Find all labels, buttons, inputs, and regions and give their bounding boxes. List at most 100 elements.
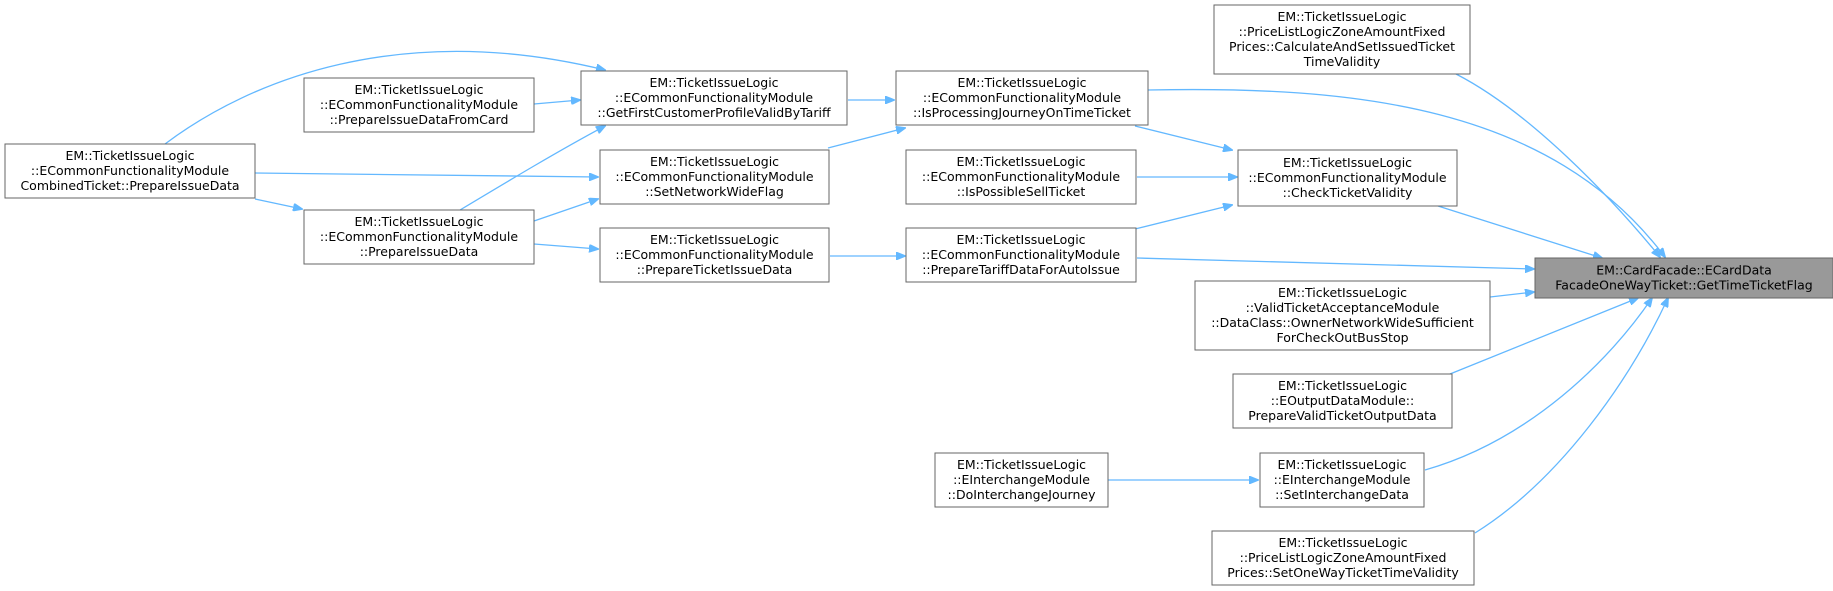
- node-prepare-issue-data[interactable]: EM::TicketIssueLogic::ECommonFunctionali…: [303, 209, 535, 265]
- node-label-line: ::EInterchangeModule: [1274, 472, 1411, 487]
- node-label-line: ::ECommonFunctionalityModule: [615, 169, 813, 184]
- node-label-line: ::DoInterchangeJourney: [948, 487, 1097, 502]
- node-label-line: ::ECommonFunctionalityModule: [31, 163, 229, 178]
- node-label-line: ::ECommonFunctionalityModule: [922, 247, 1120, 262]
- node-box: [1194, 280, 1491, 351]
- node-label-line: EM::TicketIssueLogic: [957, 457, 1086, 472]
- edge-prepare-issue-to-prepare-ticket-issue: [533, 243, 598, 249]
- node-is-processing-journey-on-time-ticket[interactable]: EM::TicketIssueLogic::ECommonFunctionali…: [895, 70, 1149, 126]
- node-label-line: ::EInterchangeModule: [953, 472, 1090, 487]
- node-label-line: ::IsPossibleSellTicket: [957, 184, 1086, 199]
- edge-set-interchange-to-target: [1424, 298, 1652, 471]
- edge-set-network-to-is-processing: [827, 128, 905, 149]
- node-calculate-issued-ticket-time-validity[interactable]: EM::TicketIssueLogic::PriceListLogicZone…: [1213, 4, 1471, 75]
- node-box: [905, 227, 1137, 283]
- node-label-line: ::ECommonFunctionalityModule: [320, 229, 518, 244]
- node-box: [303, 209, 535, 265]
- node-label-line: ::PriceListLogicZoneAmountFixed: [1240, 550, 1447, 565]
- node-label-line: EM::TicketIssueLogic: [1278, 378, 1407, 393]
- edge-combined-to-set-network: [254, 172, 598, 177]
- node-label-line: ::SetNetworkWideFlag: [645, 184, 784, 199]
- node-label-line: EM::TicketIssueLogic: [1277, 457, 1406, 472]
- node-box: [1232, 373, 1453, 429]
- node-label-line: CombinedTicket::PrepareIssueData: [20, 178, 239, 193]
- node-label-line: ::ECommonFunctionalityModule: [615, 247, 813, 262]
- node-label-line: EM::TicketIssueLogic: [1278, 285, 1407, 300]
- node-box: [599, 149, 830, 205]
- edge-prepare-from-card-to-get-first: [533, 100, 580, 104]
- node-label-line: TimeValidity: [1303, 54, 1381, 69]
- node-label-line: ::CheckTicketValidity: [1283, 185, 1413, 200]
- node-label-line: ::PrepareIssueData: [360, 244, 479, 259]
- edge-set-one-way-to-target: [1474, 298, 1668, 534]
- node-box: [599, 227, 830, 283]
- node-label-line: ::PriceListLogicZoneAmountFixed: [1239, 24, 1446, 39]
- node-prepare-issue-data-from-card[interactable]: EM::TicketIssueLogic::ECommonFunctionali…: [303, 77, 535, 133]
- node-box: [580, 70, 848, 126]
- node-owner-network-wide-sufficient[interactable]: EM::TicketIssueLogic::ValidTicketAccepta…: [1194, 280, 1491, 351]
- node-label-line: EM::TicketIssueLogic: [1278, 535, 1407, 550]
- node-set-network-wide-flag[interactable]: EM::TicketIssueLogic::ECommonFunctionali…: [599, 149, 830, 205]
- node-prepare-valid-ticket-output-data[interactable]: EM::TicketIssueLogic::EOutputDataModule:…: [1232, 373, 1453, 429]
- node-box: [934, 452, 1109, 508]
- node-label-line: ::PrepareTariffDataForAutoIssue: [922, 262, 1120, 277]
- node-label-line: Prices::CalculateAndSetIssuedTicket: [1229, 39, 1455, 54]
- node-label-line: EM::CardFacade::ECardData: [1596, 263, 1772, 278]
- node-box: [1259, 452, 1425, 508]
- node-label-line: ::SetInterchangeData: [1275, 487, 1409, 502]
- node-box: [905, 149, 1137, 205]
- edge-prepare-tariff-to-target: [1136, 257, 1534, 269]
- node-label-line: ::ECommonFunctionalityModule: [1248, 170, 1446, 185]
- node-label-line: EM::TicketIssueLogic: [956, 154, 1085, 169]
- edge-is-processing-to-target: [1147, 88, 1665, 257]
- node-is-possible-sell-ticket[interactable]: EM::TicketIssueLogic::ECommonFunctionali…: [905, 149, 1137, 205]
- edge-valid-acceptance-to-target: [1489, 292, 1534, 298]
- node-box: [303, 77, 535, 133]
- node-label-line: EM::TicketIssueLogic: [354, 82, 483, 97]
- nodes: EM::CardFacade::ECardDataFacadeOneWayTic…: [4, 4, 1833, 586]
- node-label-line: FacadeOneWayTicket::GetTimeTicketFlag: [1555, 278, 1812, 293]
- node-label-line: ::ECommonFunctionalityModule: [923, 90, 1121, 105]
- node-combined-ticket-prepare-issue-data[interactable]: EM::TicketIssueLogic::ECommonFunctionali…: [4, 143, 256, 199]
- node-label-line: ::ValidTicketAcceptanceModule: [1246, 300, 1440, 315]
- node-label-line: ::PrepareIssueDataFromCard: [330, 112, 509, 127]
- edge-is-processing-to-check-validity: [1134, 125, 1232, 150]
- edge-combined-to-prepare-issue: [254, 198, 302, 209]
- node-label-line: Prices::SetOneWayTicketTimeValidity: [1227, 565, 1459, 580]
- node-label-line: ::ECommonFunctionalityModule: [320, 97, 518, 112]
- node-do-interchange-journey[interactable]: EM::TicketIssueLogic::EInterchangeModule…: [934, 452, 1109, 508]
- node-target[interactable]: EM::CardFacade::ECardDataFacadeOneWayTic…: [1534, 257, 1833, 299]
- node-label-line: ::IsProcessingJourneyOnTimeTicket: [913, 105, 1131, 120]
- node-box: [895, 70, 1149, 126]
- node-prepare-tariff-data-for-auto-issue[interactable]: EM::TicketIssueLogic::ECommonFunctionali…: [905, 227, 1137, 283]
- node-label-line: EM::TicketIssueLogic: [650, 154, 779, 169]
- node-label-line: ForCheckOutBusStop: [1276, 330, 1408, 345]
- node-box: [1213, 4, 1471, 75]
- node-box: [4, 143, 256, 199]
- node-set-one-way-ticket-time-validity[interactable]: EM::TicketIssueLogic::PriceListLogicZone…: [1211, 530, 1475, 586]
- edge-prepare-issue-to-get-first: [459, 126, 605, 211]
- node-get-first-customer-profile[interactable]: EM::TicketIssueLogic::ECommonFunctionali…: [580, 70, 848, 126]
- node-check-ticket-validity[interactable]: EM::TicketIssueLogic::ECommonFunctionali…: [1237, 149, 1458, 207]
- node-box: [1534, 257, 1833, 299]
- node-label-line: EM::TicketIssueLogic: [650, 232, 779, 247]
- node-label-line: EM::TicketIssueLogic: [1283, 155, 1412, 170]
- node-box: [1211, 530, 1475, 586]
- node-label-line: PrepareValidTicketOutputData: [1248, 408, 1436, 423]
- edge-prepare-issue-to-set-network: [533, 199, 598, 222]
- node-label-line: EM::TicketIssueLogic: [956, 232, 1085, 247]
- node-label-line: ::EOutputDataModule::: [1271, 393, 1414, 408]
- edge-combined-to-get-first: [164, 50, 605, 145]
- node-box: [1237, 149, 1458, 207]
- node-label-line: EM::TicketIssueLogic: [957, 75, 1086, 90]
- edge-check-validity-to-target: [1437, 205, 1602, 258]
- node-prepare-ticket-issue-data[interactable]: EM::TicketIssueLogic::ECommonFunctionali…: [599, 227, 830, 283]
- node-label-line: EM::TicketIssueLogic: [649, 75, 778, 90]
- node-label-line: EM::TicketIssueLogic: [65, 148, 194, 163]
- edge-output-data-to-target: [1449, 298, 1638, 375]
- node-label-line: EM::TicketIssueLogic: [354, 214, 483, 229]
- edges: [164, 50, 1668, 534]
- node-label-line: ::DataClass::OwnerNetworkWideSufficient: [1211, 315, 1474, 330]
- node-set-interchange-data[interactable]: EM::TicketIssueLogic::EInterchangeModule…: [1259, 452, 1425, 508]
